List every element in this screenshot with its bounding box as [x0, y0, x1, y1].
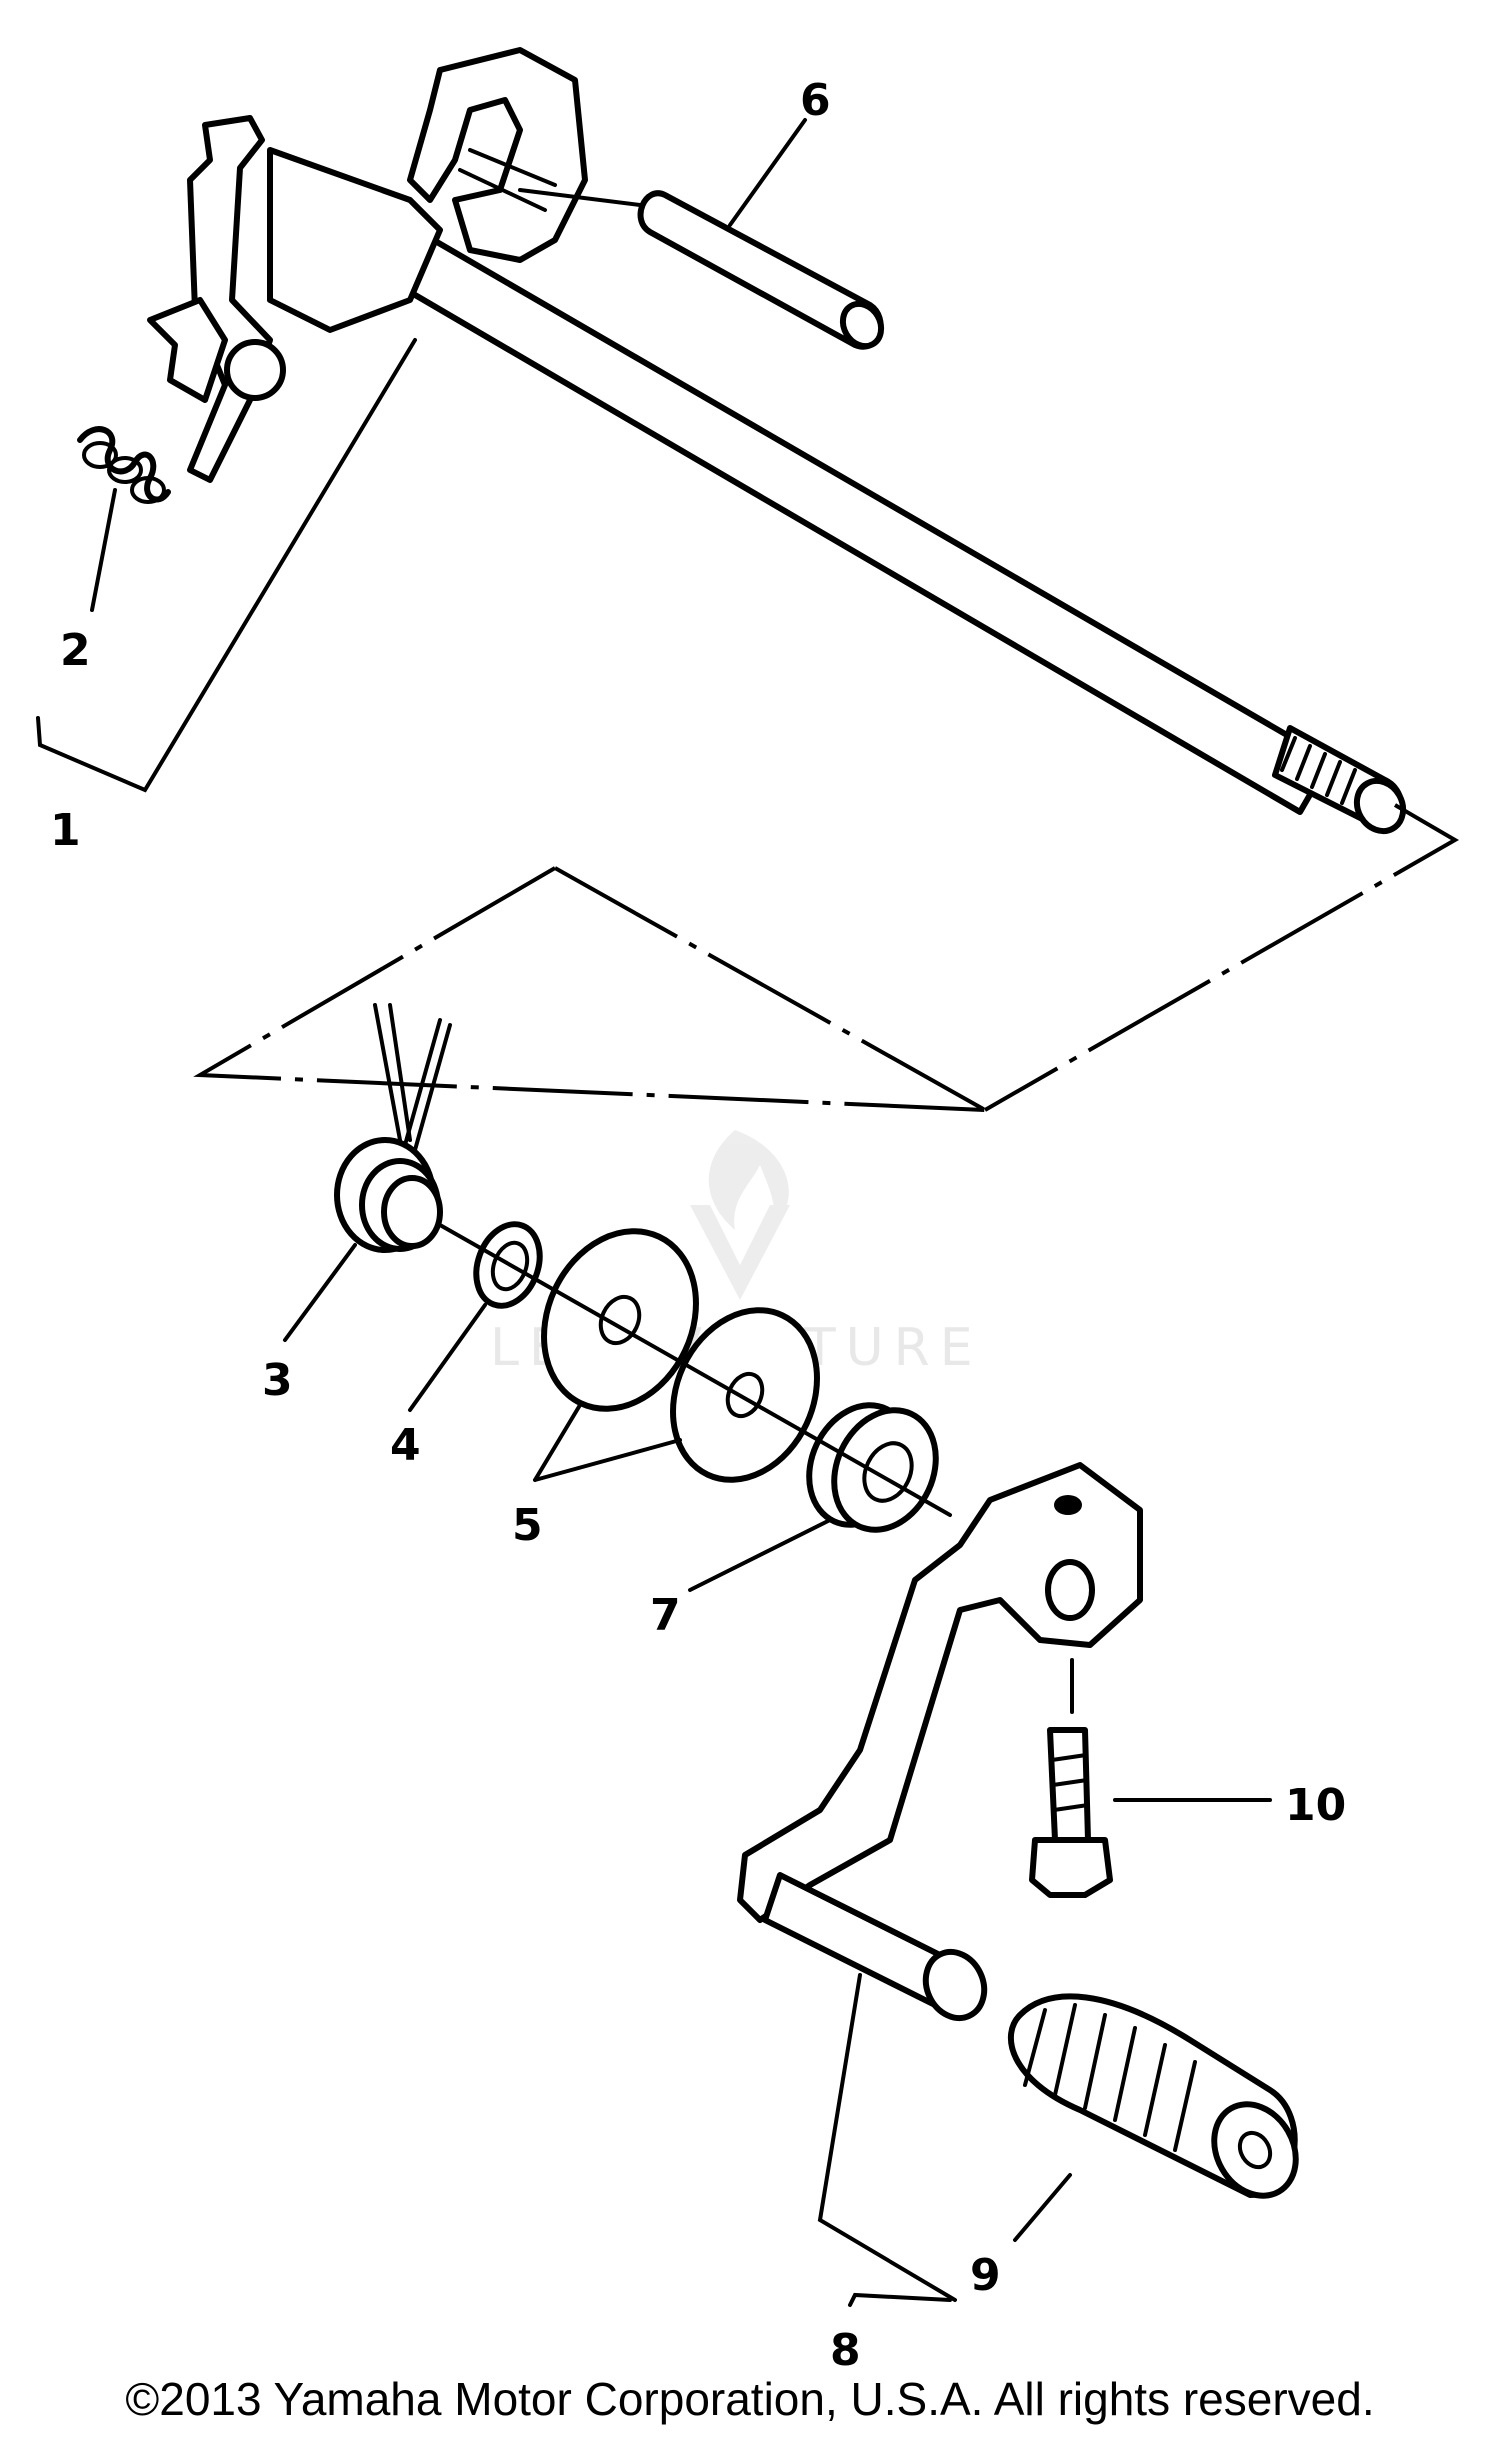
bolt-part-10 [1029, 1673, 1113, 1898]
callout-6: 6 [800, 75, 831, 126]
spring-part-2 [77, 426, 171, 504]
alignment-line-upper [984, 803, 1459, 1112]
shift-arm [147, 47, 588, 483]
callout-5: 5 [512, 1500, 543, 1551]
assembly-axis-line [438, 1223, 952, 1517]
callout-2: 2 [60, 625, 91, 676]
shift-shaft-assembly [147, 47, 1407, 835]
shaft-spline [1272, 725, 1407, 835]
callout-8: 8 [830, 2325, 861, 2376]
pedal-rubber-part-9 [1007, 1993, 1299, 2199]
callout-7: 7 [650, 1590, 681, 1641]
torsion-spring-part-3 [334, 1003, 452, 1253]
leader-lines [36, 118, 1272, 2307]
oil-seal-part-7 [806, 1402, 939, 1533]
callout-3: 3 [262, 1355, 293, 1406]
alignment-line-lower [193, 866, 986, 1112]
callout-4: 4 [390, 1420, 421, 1471]
shift-pedal-part-8 [737, 1462, 1143, 2022]
copyright-notice: ©2013 Yamaha Motor Corporation, U.S.A. A… [125, 2373, 1375, 2425]
callout-labels: 1 2 3 4 5 6 7 8 9 10 [50, 75, 1346, 2376]
callout-9: 9 [970, 2250, 1001, 2301]
washers-part-5 [541, 1228, 820, 1483]
pin-part-6 [637, 190, 885, 350]
callout-10: 10 [1285, 1780, 1346, 1831]
callout-1: 1 [50, 805, 81, 856]
